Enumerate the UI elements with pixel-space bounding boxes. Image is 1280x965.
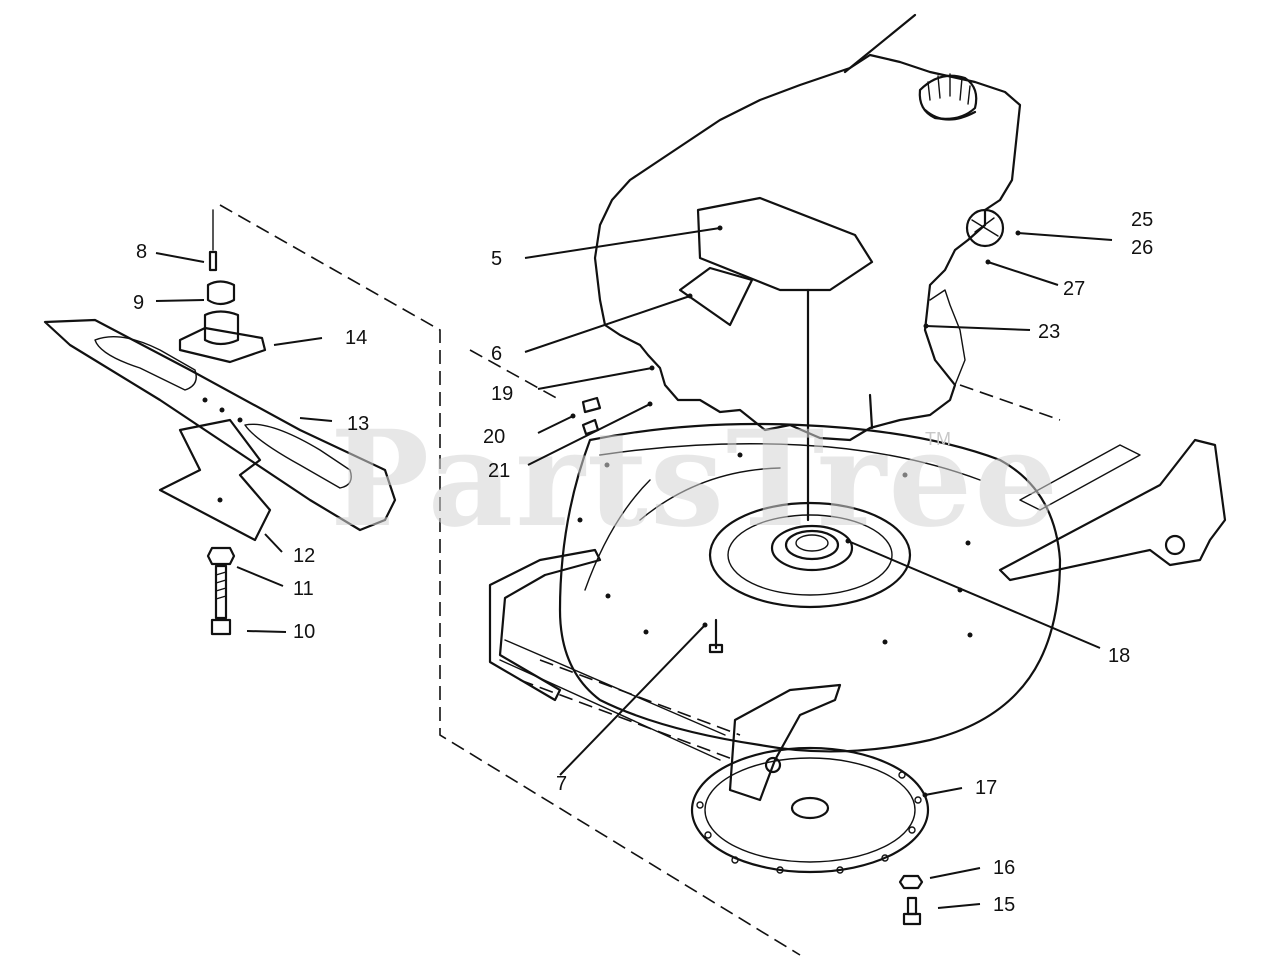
callout-16: 16 (993, 857, 1015, 879)
callout-6: 6 (491, 343, 502, 365)
callout-9: 9 (133, 292, 144, 314)
fuel-cap (918, 73, 978, 121)
callout-19: 19 (491, 383, 513, 405)
watermark-trademark: TM (925, 429, 951, 449)
callout-21: 23 (1038, 321, 1060, 343)
callout-7: 7 (556, 773, 567, 795)
callout-27: 27 (1063, 278, 1085, 300)
exploded-view-guide (219, 204, 1061, 956)
callout-labels: 5 6 7 8 9 10 11 12 13 14 15 16 17 18 19 … (133, 209, 1153, 916)
callout-26: 26 (1131, 237, 1153, 259)
blade-assembly (43, 209, 397, 636)
pulley (708, 288, 912, 609)
callout-18: 18 (1108, 645, 1130, 667)
callout-8: 8 (136, 241, 147, 263)
bottom-plate (690, 746, 930, 874)
watermark-text: PartsTree (330, 402, 1060, 557)
engine (593, 13, 1022, 442)
dipstick-plug (965, 208, 1005, 248)
callout-23: 21 (488, 460, 510, 482)
callout-25: 25 (1131, 209, 1153, 231)
callout-12: 12 (293, 545, 315, 567)
mower-deck (488, 288, 1227, 802)
callout-13: 13 (347, 413, 369, 435)
callout-20: 20 (483, 426, 505, 448)
callout-15: 15 (993, 894, 1015, 916)
callout-5: 5 (491, 248, 502, 270)
callout-17: 17 (975, 777, 997, 799)
callout-10: 10 (293, 621, 315, 643)
callout-11: 11 (293, 578, 314, 600)
callout-14: 14 (345, 327, 367, 349)
watermark: PartsTree TM (330, 402, 1060, 557)
leader-lines (155, 225, 1113, 909)
